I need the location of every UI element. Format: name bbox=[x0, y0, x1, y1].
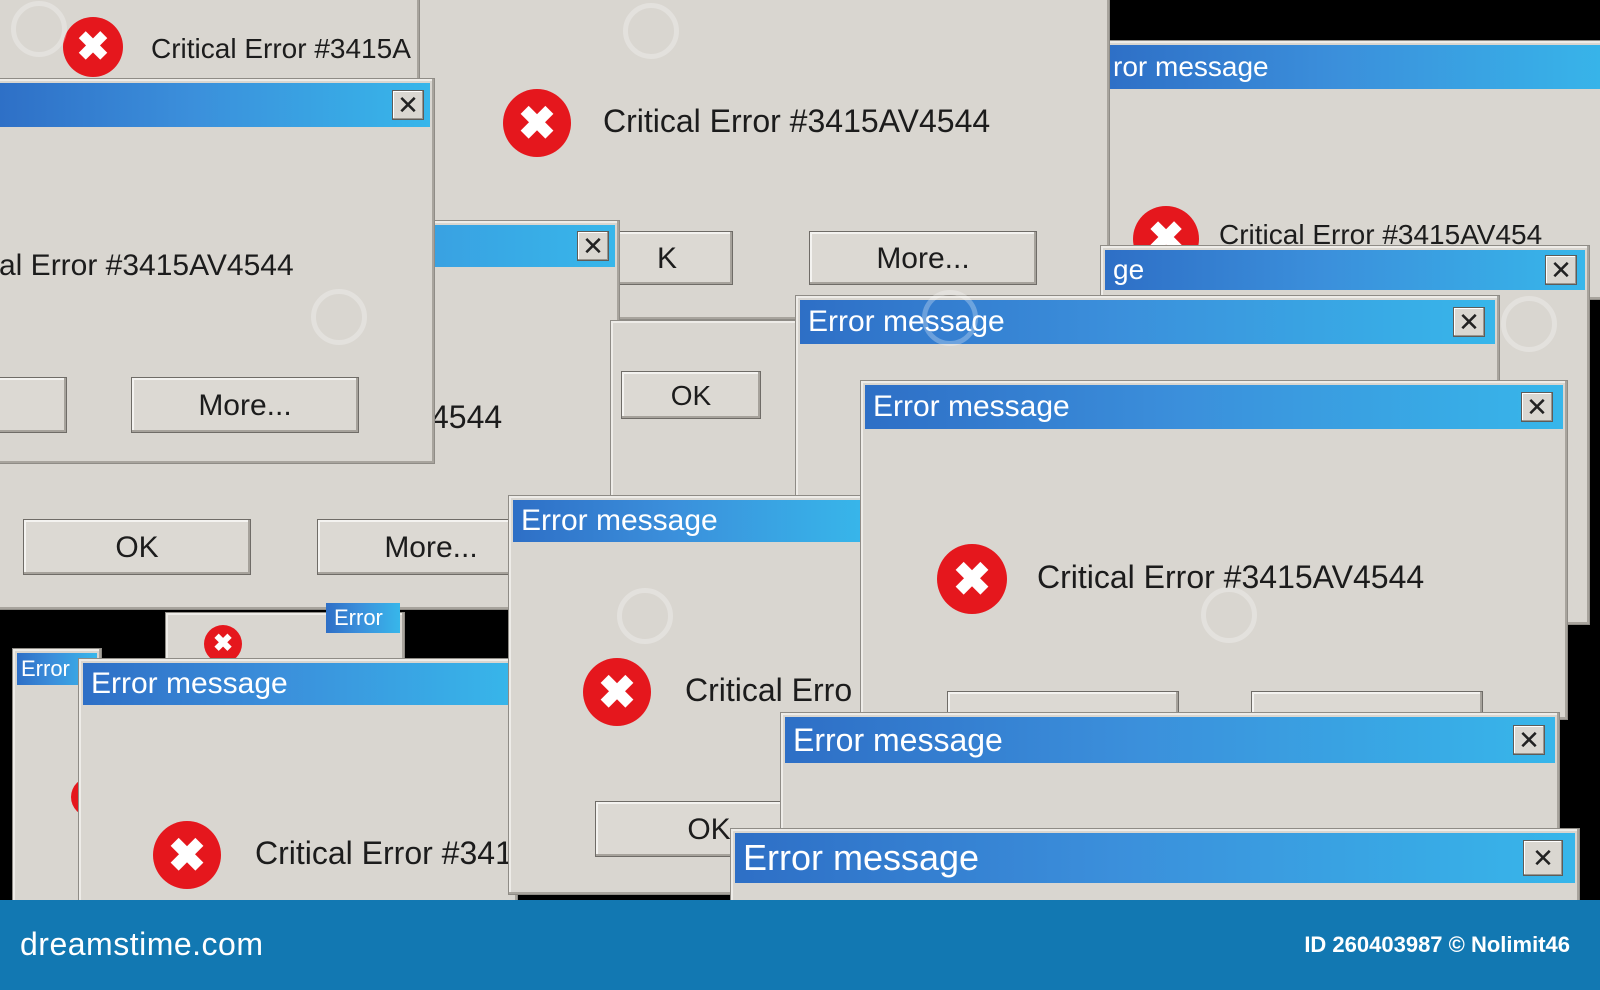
dialog-title: Error bbox=[21, 656, 70, 681]
dreamstime-spiral-icon bbox=[1501, 296, 1557, 352]
ok-button[interactable]: OK bbox=[621, 371, 761, 419]
close-button[interactable]: ✕ bbox=[577, 231, 609, 261]
close-button[interactable]: ✕ bbox=[1513, 725, 1545, 755]
dialog-title: Error message bbox=[521, 504, 718, 537]
dialog-title: Error message bbox=[873, 390, 1070, 423]
more-button-label: More... bbox=[876, 242, 970, 275]
dreamstime-spiral-icon bbox=[617, 588, 673, 644]
dreamstime-spiral-icon bbox=[1201, 587, 1257, 643]
ok-button[interactable]: K bbox=[601, 231, 733, 285]
error-x-icon: ✖ bbox=[503, 89, 571, 157]
more-button[interactable]: More... bbox=[317, 519, 545, 575]
ok-button-label: OK bbox=[115, 531, 159, 564]
dialog-title: ge bbox=[1113, 254, 1145, 285]
error-dialog: OK bbox=[610, 320, 800, 500]
error-message-text: Critical Error #3415AV4544 bbox=[603, 103, 991, 139]
watermark-footer: dreamstime.com ID 260403987 © Nolimit46 bbox=[0, 900, 1600, 990]
close-icon: ✕ bbox=[582, 231, 604, 261]
dialog-titlebar[interactable]: Error message ✕ bbox=[735, 833, 1575, 883]
dialog-titlebar[interactable]: Error message ✕ bbox=[785, 717, 1555, 763]
close-icon: ✕ bbox=[1458, 307, 1480, 337]
error-message-text: al Error #3415AV4544 bbox=[0, 249, 294, 282]
ok-button-label: OK bbox=[687, 813, 731, 846]
dialog-title: ror message bbox=[1113, 51, 1269, 82]
close-icon: ✕ bbox=[397, 90, 419, 120]
error-x-icon: ✖ bbox=[153, 821, 221, 889]
error-x-icon: ✖ bbox=[63, 17, 123, 77]
dialog-titlebar[interactable]: Error message bbox=[83, 663, 513, 705]
dialog-titlebar[interactable]: ror message bbox=[1105, 45, 1600, 89]
dialog-titlebar[interactable]: Error message bbox=[513, 500, 863, 542]
close-button[interactable]: ✕ bbox=[1453, 307, 1485, 337]
dialog-titlebar[interactable]: ✕ bbox=[0, 83, 430, 127]
error-message-text: Critical Error #3415A bbox=[151, 33, 411, 64]
dialog-title: Error bbox=[334, 605, 383, 630]
error-dialog: Error message ✕ bbox=[730, 828, 1580, 900]
dreamstime-spiral-icon bbox=[623, 3, 679, 59]
more-button[interactable]: More... bbox=[131, 377, 359, 433]
ok-button[interactable] bbox=[0, 377, 67, 433]
more-button-label: More... bbox=[198, 389, 292, 422]
dreamstime-spiral-icon bbox=[11, 1, 67, 57]
dialog-titlebar[interactable]: Error message ✕ bbox=[800, 300, 1495, 344]
error-dialog: ✕ al Error #3415AV4544 More... bbox=[0, 78, 435, 464]
dialog-title: Error message bbox=[91, 667, 288, 700]
error-x-icon: ✖ bbox=[583, 658, 651, 726]
dialog-title: Error message bbox=[743, 837, 980, 878]
close-icon: ✕ bbox=[1550, 255, 1572, 285]
dreamstime-spiral-icon bbox=[311, 289, 367, 345]
dialog-titlebar[interactable]: Error message ✕ bbox=[865, 385, 1563, 429]
close-icon: ✕ bbox=[1526, 392, 1548, 422]
dialog-titlebar[interactable]: Error bbox=[326, 603, 400, 633]
brand-logo-text: dreamstime.com bbox=[20, 926, 264, 962]
image-credit: ID 260403987 © Nolimit46 bbox=[1304, 932, 1570, 957]
error-x-icon: ✖ bbox=[204, 625, 242, 663]
close-button[interactable]: ✕ bbox=[1545, 255, 1577, 285]
close-icon: ✕ bbox=[1518, 725, 1540, 755]
ok-button-label: K bbox=[656, 242, 677, 275]
dialog-titlebar[interactable]: ge ✕ bbox=[1105, 250, 1585, 290]
more-button[interactable]: More... bbox=[809, 231, 1037, 285]
close-button[interactable]: ✕ bbox=[1523, 840, 1563, 876]
close-button[interactable]: ✕ bbox=[392, 90, 424, 120]
error-dialog: Error message ✕ ✖ Critical Error #3415AV… bbox=[860, 380, 1568, 731]
error-message-text: Critical Error #3415AV454 bbox=[1219, 219, 1543, 250]
ok-button-label: OK bbox=[670, 380, 712, 411]
error-dialog: Error message ✖ Critical Error #341 bbox=[78, 658, 518, 900]
dreamstime-spiral-icon bbox=[922, 290, 978, 346]
close-button[interactable]: ✕ bbox=[1521, 392, 1553, 422]
error-x-icon: ✖ bbox=[937, 544, 1007, 614]
error-message-text: Critical Error #341 bbox=[255, 835, 513, 871]
dialog-title: Error message bbox=[793, 722, 1003, 758]
error-popups-stage: ror message ✖ Critical Error #3415AV454 … bbox=[0, 0, 1600, 900]
close-icon: ✕ bbox=[1532, 843, 1554, 873]
error-message-text: Critical Erro bbox=[685, 672, 853, 708]
more-button-label: More... bbox=[384, 531, 478, 564]
ok-button[interactable]: OK bbox=[23, 519, 251, 575]
error-message-text: 4544 bbox=[431, 399, 503, 435]
